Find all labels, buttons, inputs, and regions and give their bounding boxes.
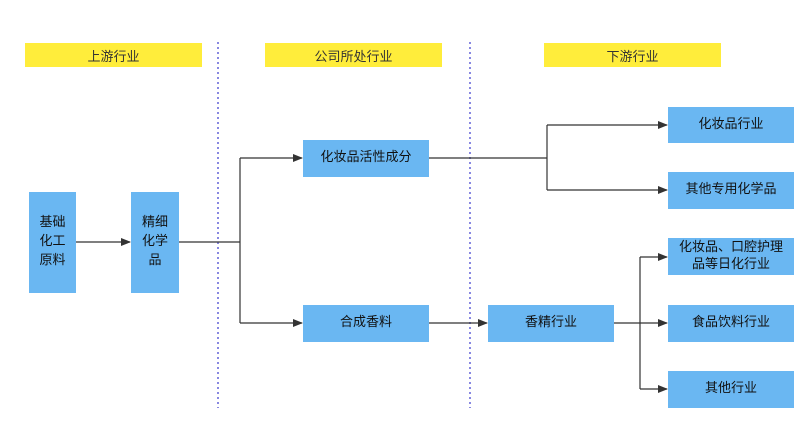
node-fine-chemicals: 精细 化学 品 bbox=[131, 192, 179, 293]
node-fine-chemicals-line1: 精细 bbox=[141, 215, 168, 231]
header-company: 公司所处行业 bbox=[265, 43, 442, 67]
node-cosmetic-active-ingredients: 化妆品活性成分 bbox=[303, 140, 429, 177]
node-daily-chemical-line1: 化妆品、口腔护理 bbox=[678, 240, 783, 256]
node-daily-chemical-industry: 化妆品、口腔护理 品等日化行业 bbox=[668, 238, 794, 275]
node-fine-chemicals-line2: 化学 bbox=[141, 234, 168, 250]
header-downstream: 下游行业 bbox=[544, 43, 721, 67]
node-basic-chemicals-line1: 基础 bbox=[39, 215, 66, 231]
node-other-industries: 其他行业 bbox=[668, 371, 794, 408]
node-synthetic-fragrance: 合成香料 bbox=[303, 305, 429, 342]
node-flavor-fragrance-industry: 香精行业 bbox=[488, 305, 614, 342]
node-basic-chemicals-line3: 原料 bbox=[39, 252, 66, 268]
node-cosmetics-industry: 化妆品行业 bbox=[668, 107, 794, 143]
header-upstream: 上游行业 bbox=[25, 43, 202, 67]
node-daily-chemical-line2: 品等日化行业 bbox=[691, 256, 770, 272]
node-basic-chemicals: 基础 化工 原料 bbox=[29, 192, 76, 293]
node-food-beverage-industry: 食品饮料行业 bbox=[668, 305, 794, 342]
node-other-special-chemicals: 其他专用化学品 bbox=[668, 172, 794, 209]
node-basic-chemicals-line2: 化工 bbox=[39, 234, 66, 250]
node-fine-chemicals-line3: 品 bbox=[148, 252, 162, 268]
